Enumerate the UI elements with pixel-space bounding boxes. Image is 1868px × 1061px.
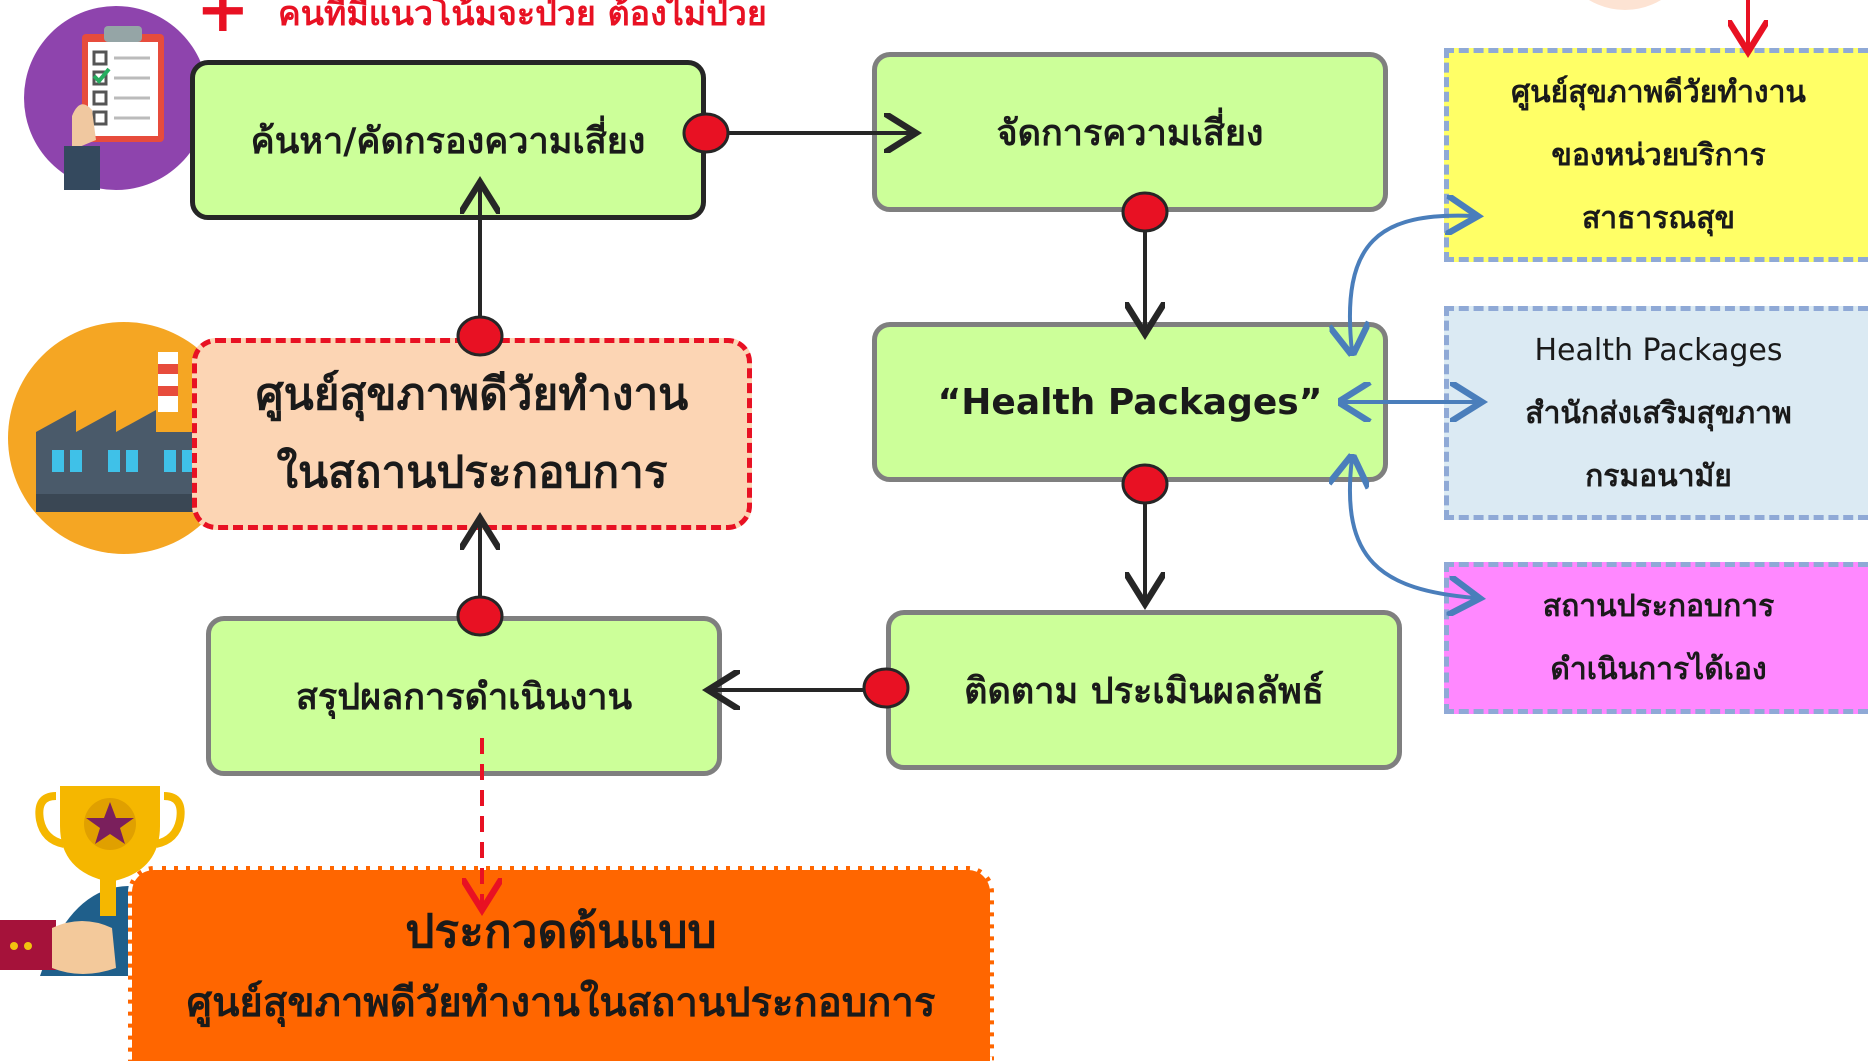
node-screen-right: [682, 112, 730, 154]
node-monitor-left: [862, 667, 910, 709]
contest-box: ประกวดต้นแบบ ศูนย์สุขภาพดีวัยทำงานในสถาน…: [128, 866, 994, 1061]
workplace-center-line-2: ในสถานประกอบการ: [276, 447, 668, 498]
health-promotion-line-1: Health Packages: [1534, 332, 1783, 368]
node-summary-top: [456, 595, 504, 637]
arrow-packages-yellow: [1350, 216, 1474, 352]
health-promotion-line-3: กรมอนามัย: [1585, 458, 1732, 494]
manage-risk-label: จัดการความเสี่ยง: [996, 112, 1264, 154]
contest-subtitle: ศูนย์สุขภาพดีวัยทำงานในสถานประกอบการ: [186, 979, 936, 1026]
checklist-icon: [24, 6, 208, 190]
summary-box: สรุปผลการดำเนินงาน: [206, 616, 722, 776]
public-health-line-1: ศูนย์สุขภาพดีวัยทำงาน: [1511, 74, 1806, 110]
health-promotion-line-2: สำนักส่งเสริมสุขภาพ: [1525, 395, 1792, 431]
node-packages-bottom: [1121, 463, 1169, 505]
health-promotion-office-box: Health Packages สำนักส่งเสริมสุขภาพ กรมอ…: [1444, 306, 1868, 520]
monitor-box: ติดตาม ประเมินผลลัพธ์: [886, 610, 1402, 770]
public-health-center-box: ศูนย์สุขภาพดีวัยทำงาน ของหน่วยบริการ สาธ…: [1444, 48, 1868, 262]
node-center-top: [456, 315, 504, 357]
partial-circle-icon: [1555, 0, 1695, 10]
self-operating-line-2: ดำเนินการได้เอง: [1550, 652, 1767, 687]
summary-label: สรุปผลการดำเนินงาน: [295, 676, 633, 718]
screen-risk-label: ค้นหา/คัดกรองความเสี่ยง: [250, 120, 646, 162]
screen-risk-box: ค้นหา/คัดกรองความเสี่ยง: [190, 60, 706, 220]
workplace-center-line-1: ศูนย์สุขภาพดีวัยทำงาน: [255, 369, 689, 420]
monitor-label: ติดตาม ประเมินผลลัพธ์: [964, 670, 1324, 712]
public-health-line-3: สาธารณสุข: [1581, 200, 1736, 236]
public-health-line-2: ของหน่วยบริการ: [1551, 137, 1766, 173]
arrow-packages-pink: [1350, 458, 1476, 598]
self-operating-box: สถานประกอบการ ดำเนินการได้เอง: [1444, 562, 1868, 714]
manage-risk-box: จัดการความเสี่ยง: [872, 52, 1388, 212]
top-caption: คนที่มีแนวโน้มจะป่วย ต้องไม่ป่วย: [278, 0, 767, 34]
health-packages-label: “Health Packages”: [937, 381, 1323, 423]
self-operating-line-1: สถานประกอบการ: [1542, 589, 1775, 624]
contest-title: ประกวดต้นแบบ: [405, 903, 717, 958]
plus-icon: +: [196, 0, 250, 47]
node-manage-bottom: [1121, 191, 1169, 233]
